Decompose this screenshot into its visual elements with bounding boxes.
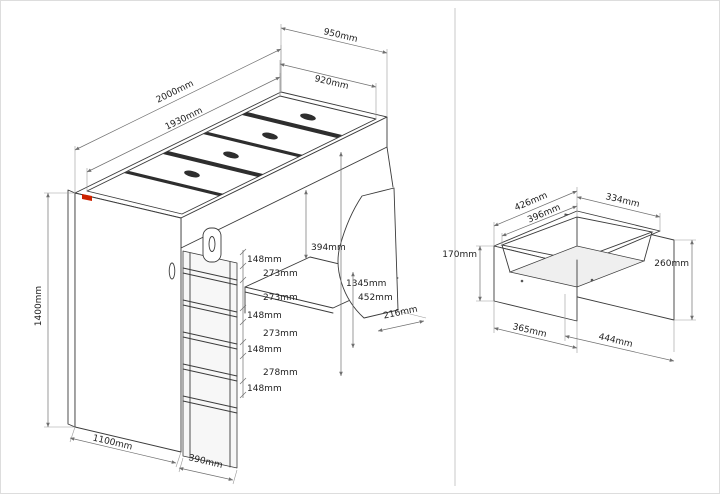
cam-screw-mark [590,278,594,282]
ladder-step-label: 148mm [247,345,282,355]
drawer-interior-edges [501,216,653,288]
ladder-step-label: 148mm [247,255,282,265]
dim-line-base-depth [69,437,177,464]
shelf-lines [182,267,238,414]
desk-edge [244,291,334,314]
dim-line-front-width [564,335,675,362]
dim-label-side-height: 170mm [442,250,477,260]
dim-label-height-total: 1400mm [34,286,44,326]
ladder-grip-hole [208,236,216,252]
ladder-step-label: 148mm [247,384,282,394]
wardrobe-side-edge [67,189,76,428]
dim-label-bed-to-desk: 394mm [311,243,346,253]
ladder-step-label: 148mm [247,311,282,321]
dim-label-length-inner: 1930mm [164,106,205,133]
dim-line-length-inner [86,76,281,173]
drawer-diagram: 426mm 334mm 396mm 170mm 260mm 365mm 444m… [442,187,696,362]
cam-screw-mark [520,279,524,283]
ladder-step-label: 278mm [263,368,298,378]
dim-line-inner-width [501,205,578,237]
bed-right-edge [386,146,394,188]
dim-line-side-panel [377,320,425,332]
ladder-step-label: 273mm [263,269,298,279]
wardrobe-handle [168,262,176,280]
brand-mark [82,194,92,201]
dim-line-bottom-width [493,327,578,349]
dim-label-depth-inner: 920mm [313,74,349,92]
dim-line-depth-outer [280,27,388,54]
dim-label-bottom-width: 365mm [511,322,547,340]
dim-line-top-depth [576,196,661,218]
dim-label-length-outer: 2000mm [155,79,196,106]
dim-line-ladder-width [178,467,234,481]
dim-line-depth-inner [279,63,377,88]
ladder-step-label: 273mm [263,293,298,303]
dim-label-desk-clearance: 452mm [358,293,393,303]
dim-label-front-height: 260mm [654,259,689,269]
loft-bed-diagram: 2000mm 1930mm 950mm 920mm 1400mm 1100mm … [34,24,427,485]
ladder-step-dimensions: 148mm 273mm 273mm 148mm 273mm 148mm 278m… [239,248,298,399]
chain-ticks [239,248,247,399]
ladder-step-label: 273mm [263,329,298,339]
wardrobe-front-panel [74,192,182,453]
dim-label-floor-to-bed: 1345mm [346,279,386,289]
dim-label-top-depth: 334mm [604,192,640,210]
